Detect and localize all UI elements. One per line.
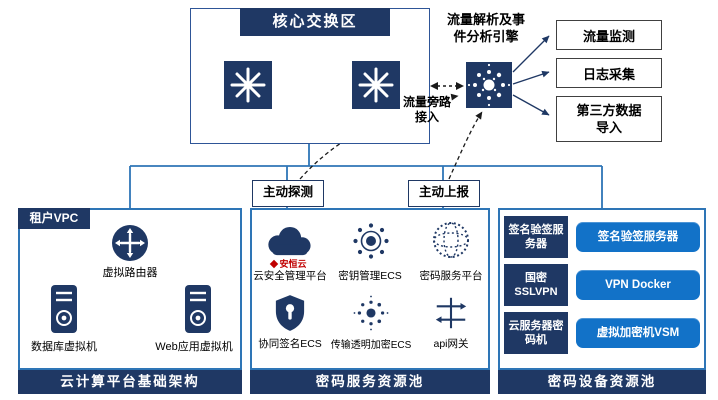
tree-lines (129, 142, 603, 208)
device-box-cloud-cipher-machine: 云服务器密码机 (504, 312, 568, 354)
core-switch-icon-left (224, 61, 272, 109)
middle-panel-footer: 密码服务资源池 (250, 370, 490, 394)
cloud-icon (261, 226, 317, 261)
switch-snowflake-icon (358, 67, 394, 103)
output-box-thirdparty-import: 第三方数据导入 (556, 96, 662, 142)
analysis-engine-label: 流量解析及事件分析引擎 (446, 12, 525, 44)
active-report-box: 主动上报 (408, 180, 480, 207)
encrypt-burst-icon (352, 294, 390, 337)
virtual-router-label: 虚拟路由器 (102, 267, 158, 279)
service-button-vpn-docker: VPN Docker (576, 270, 700, 300)
core-switch-icon-right (352, 61, 400, 109)
shield-icon (274, 294, 306, 337)
service-button-virtual-vsm: 虚拟加密机VSM (576, 318, 700, 348)
right-panel-footer: 密码设备资源池 (498, 370, 706, 394)
scatter-burst-icon (467, 63, 511, 107)
left-panel-footer: 云计算平台基础架构 (18, 370, 242, 394)
bypass-access-label: 流量旁路接入 (402, 95, 451, 124)
analysis-engine-icon (466, 62, 512, 108)
web-vm-server-icon (184, 284, 212, 339)
api-gateway-icon (432, 294, 470, 337)
key-hub-icon (352, 222, 390, 265)
api-gateway-label: api网关 (433, 338, 469, 350)
cloud-security-platform-label: 云安全管理平台 (253, 270, 327, 282)
tenant-vpc-tab: 租户VPC (18, 208, 90, 229)
db-vm-server-icon (50, 284, 78, 339)
service-button-sign-verify-server: 签名验签服务器 (576, 222, 700, 252)
virtual-router-icon (111, 224, 149, 267)
core-switch-zone-title: 核心交换区 (240, 8, 390, 36)
crypto-service-platform-label: 密码服务平台 (419, 270, 483, 282)
active-detect-box: 主动探测 (252, 180, 324, 207)
vendor-logo-text: 安恒云 (279, 259, 307, 269)
co-sign-ecs-label: 协同签名ECS (258, 338, 322, 350)
output-box-log-collection: 日志采集 (556, 58, 662, 88)
vendor-logo: 安恒云 (255, 257, 323, 270)
switch-snowflake-icon (230, 67, 266, 103)
engine-output-lines (512, 35, 550, 116)
device-box-sign-verify-server: 签名验签服务器 (504, 216, 568, 258)
web-vm-label: Web应用虚拟机 (155, 341, 233, 353)
device-box-gm-sslvpn: 国密SSLVPN (504, 264, 568, 306)
dotted-globe-icon (431, 220, 471, 265)
db-vm-label: 数据库虚拟机 (31, 341, 97, 353)
vendor-logo-mark (270, 259, 279, 269)
transparent-encrypt-ecs-label: 传输透明加密ECS (330, 340, 412, 351)
output-box-traffic-monitoring: 流量监测 (556, 20, 662, 50)
key-management-ecs-label: 密钥管理ECS (338, 270, 402, 282)
